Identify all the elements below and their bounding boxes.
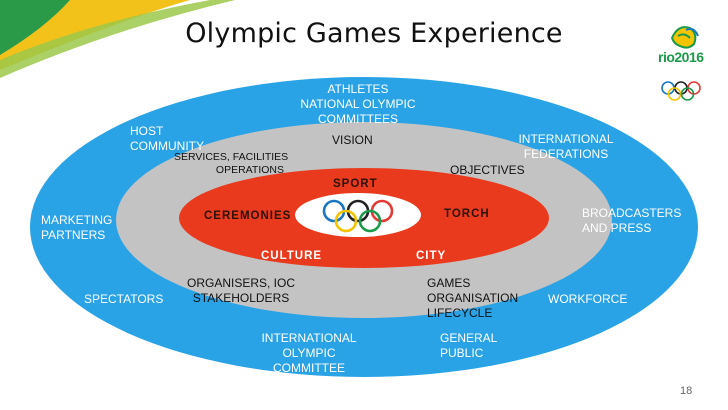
corner-stripe-yellow xyxy=(0,0,190,70)
label-objectives: OBJECTIVES xyxy=(450,163,525,177)
label-workforce: WORKFORCE xyxy=(548,292,628,306)
label-sport: SPORT xyxy=(333,178,378,190)
rio2016-logo-icon xyxy=(661,26,701,101)
label-spectators: SPECTATORS xyxy=(84,292,164,306)
label-city: CITY xyxy=(416,250,447,262)
label-general-public: GENERAL PUBLIC xyxy=(440,331,498,360)
rio2016-logo-text: rio2016 xyxy=(658,49,704,65)
label-services-facilities: SERVICES, FACILITIES OPERATIONS xyxy=(174,151,289,176)
label-vision: VISION xyxy=(332,133,373,147)
page-title: Olympic Games Experience xyxy=(185,18,563,49)
label-host-community: HOST COMMUNITY xyxy=(130,124,204,153)
label-torch: TORCH xyxy=(444,208,490,220)
core-ring xyxy=(295,193,421,237)
label-culture: CULTURE xyxy=(261,250,323,262)
olympic-rings-icon xyxy=(322,199,394,233)
label-broadcasters: BROADCASTERS AND PRESS xyxy=(582,206,682,235)
label-marketing-partners: MARKETING PARTNERS xyxy=(41,213,113,242)
label-organisers: ORGANISERS, IOC STAKEHOLDERS xyxy=(186,276,296,305)
label-ceremonies: CEREMONIES xyxy=(204,210,292,222)
label-ioc: INTERNATIONAL OLYMPIC COMMITTEE xyxy=(261,331,357,375)
label-games-lifecycle: GAMES ORGANISATION LIFECYCLE xyxy=(427,276,519,320)
label-athletes: ATHLETES NATIONAL OLYMPIC COMMITTEES xyxy=(300,82,416,126)
page-number: 18 xyxy=(680,385,693,397)
label-international-federations: INTERNATIONAL FEDERATIONS xyxy=(518,132,614,161)
